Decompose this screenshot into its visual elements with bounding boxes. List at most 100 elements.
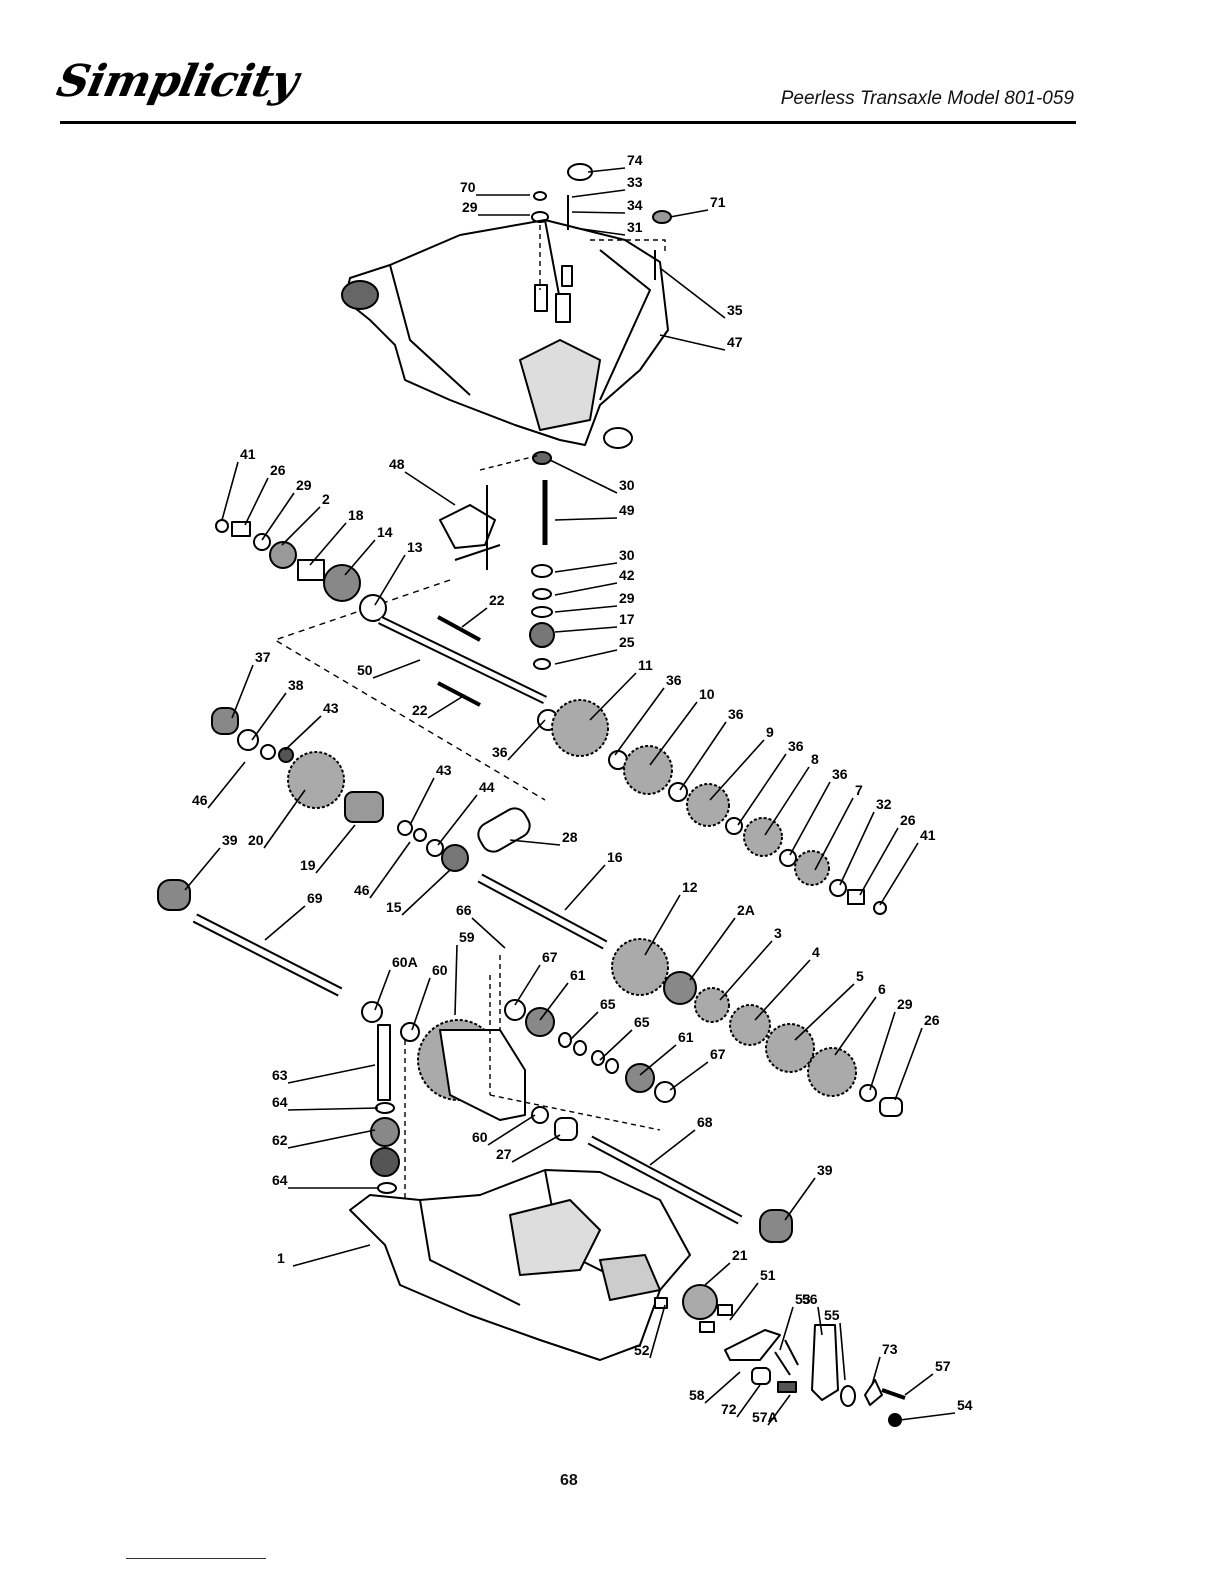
callout-label-59: 59 — [459, 929, 475, 945]
callout-label-35: 35 — [727, 302, 743, 318]
callout-label-36: 36 — [666, 672, 682, 688]
callout-label-36: 36 — [832, 766, 848, 782]
callout-leader-30 — [554, 562, 618, 573]
callout-leader-72 — [736, 1384, 761, 1418]
callout-leader-29 — [261, 492, 295, 541]
callout-label-26: 26 — [270, 462, 286, 478]
callout-label-17: 17 — [619, 611, 635, 627]
callout-leader-38 — [251, 692, 287, 741]
callout-leader-64 — [287, 1107, 379, 1111]
callout-leader-11 — [589, 672, 637, 721]
callout-label-47: 47 — [727, 334, 743, 350]
callout-label-60: 60 — [432, 962, 448, 978]
callout-label-22: 22 — [489, 592, 505, 608]
callout-label-4: 4 — [812, 944, 820, 960]
callout-label-14: 14 — [377, 524, 393, 540]
callout-leader-19 — [315, 824, 356, 874]
callout-leader-65 — [569, 1011, 599, 1041]
callout-leader-10 — [649, 701, 698, 766]
callout-label-71: 71 — [710, 194, 726, 210]
callout-leader-49 — [554, 517, 618, 521]
callout-label-19: 19 — [300, 857, 316, 873]
callout-label-41: 41 — [920, 827, 936, 843]
callout-label-22: 22 — [412, 702, 428, 718]
callout-leader-50 — [372, 659, 421, 679]
callout-label-12: 12 — [682, 879, 698, 895]
page-title: Peerless Transaxle Model 801-059 — [780, 88, 1074, 109]
header-rule — [60, 121, 1076, 124]
callout-label-63: 63 — [272, 1067, 288, 1083]
callout-leader-73 — [871, 1356, 881, 1386]
callout-label-26: 26 — [900, 812, 916, 828]
callout-label-7: 7 — [855, 782, 863, 798]
callout-leader-61 — [539, 982, 569, 1021]
callout-label-62: 62 — [272, 1132, 288, 1148]
callout-leader-41 — [221, 461, 239, 521]
callout-label-39: 39 — [222, 832, 238, 848]
callout-leader-30 — [549, 459, 618, 494]
callout-label-65: 65 — [600, 996, 616, 1012]
callout-label-43: 43 — [436, 762, 452, 778]
callout-label-46: 46 — [192, 792, 208, 808]
callout-label-67: 67 — [710, 1046, 726, 1062]
callout-leader-60 — [411, 977, 431, 1031]
callout-label-39: 39 — [817, 1162, 833, 1178]
callout-leader-37 — [231, 664, 254, 719]
callout-label-5: 5 — [856, 968, 864, 984]
callout-leader-26 — [894, 1027, 923, 1101]
lower-case-housing — [349, 1169, 691, 1361]
callout-label-64: 64 — [272, 1094, 288, 1110]
callout-label-60A: 60A — [392, 954, 418, 970]
callout-leader-54 — [899, 1412, 956, 1421]
callout-label-9: 9 — [766, 724, 774, 740]
callout-label-16: 16 — [607, 849, 623, 865]
callout-leader-20 — [263, 789, 306, 849]
callout-label-29: 29 — [897, 996, 913, 1012]
callout-leader-18 — [309, 522, 347, 566]
callout-leader-36 — [789, 781, 831, 856]
callout-leader-71 — [669, 209, 709, 218]
callout-leader-47 — [659, 334, 726, 351]
callout-leader-36 — [679, 721, 727, 791]
callout-leader-62 — [287, 1129, 376, 1149]
callout-leader-16 — [564, 864, 606, 911]
callout-label-49: 49 — [619, 502, 635, 518]
callout-leader-58 — [704, 1371, 741, 1404]
callout-leader-60 — [487, 1114, 536, 1146]
callout-leader-7 — [814, 797, 854, 871]
callout-label-3: 3 — [774, 925, 782, 941]
callout-leader-15 — [401, 869, 451, 916]
callout-leader-39 — [184, 847, 221, 891]
callout-label-25: 25 — [619, 634, 635, 650]
callout-label-65: 65 — [634, 1014, 650, 1030]
callout-leader-69 — [264, 905, 306, 941]
callout-label-50: 50 — [357, 662, 373, 678]
callout-leader-60A — [374, 969, 391, 1011]
callout-leader-67 — [669, 1061, 709, 1091]
callout-leader-8 — [764, 766, 810, 836]
callout-leader-59 — [454, 944, 458, 1016]
callout-leader-3 — [719, 940, 773, 1001]
callout-leader-2A — [689, 917, 736, 981]
callout-leader-56 — [817, 1306, 823, 1336]
callout-label-57A: 57A — [752, 1409, 778, 1425]
callout-leader-36 — [507, 719, 546, 761]
callout-leader-32 — [839, 811, 875, 886]
callout-label-74: 74 — [627, 152, 643, 168]
callout-label-69: 69 — [307, 890, 323, 906]
callout-leader-27 — [511, 1134, 561, 1163]
callout-leader-6 — [834, 996, 877, 1056]
callout-leader-4 — [754, 959, 811, 1021]
callout-label-36: 36 — [728, 706, 744, 722]
callout-label-66: 66 — [456, 902, 472, 918]
callout-label-20: 20 — [248, 832, 264, 848]
callout-leader-74 — [587, 167, 626, 173]
callout-label-48: 48 — [389, 456, 405, 472]
callout-label-43: 43 — [323, 700, 339, 716]
callout-label-42: 42 — [619, 567, 635, 583]
callout-leader-22 — [461, 607, 488, 628]
callout-leader-57A — [767, 1394, 791, 1426]
callout-label-31: 31 — [627, 219, 643, 235]
callout-label-11: 11 — [638, 657, 653, 673]
